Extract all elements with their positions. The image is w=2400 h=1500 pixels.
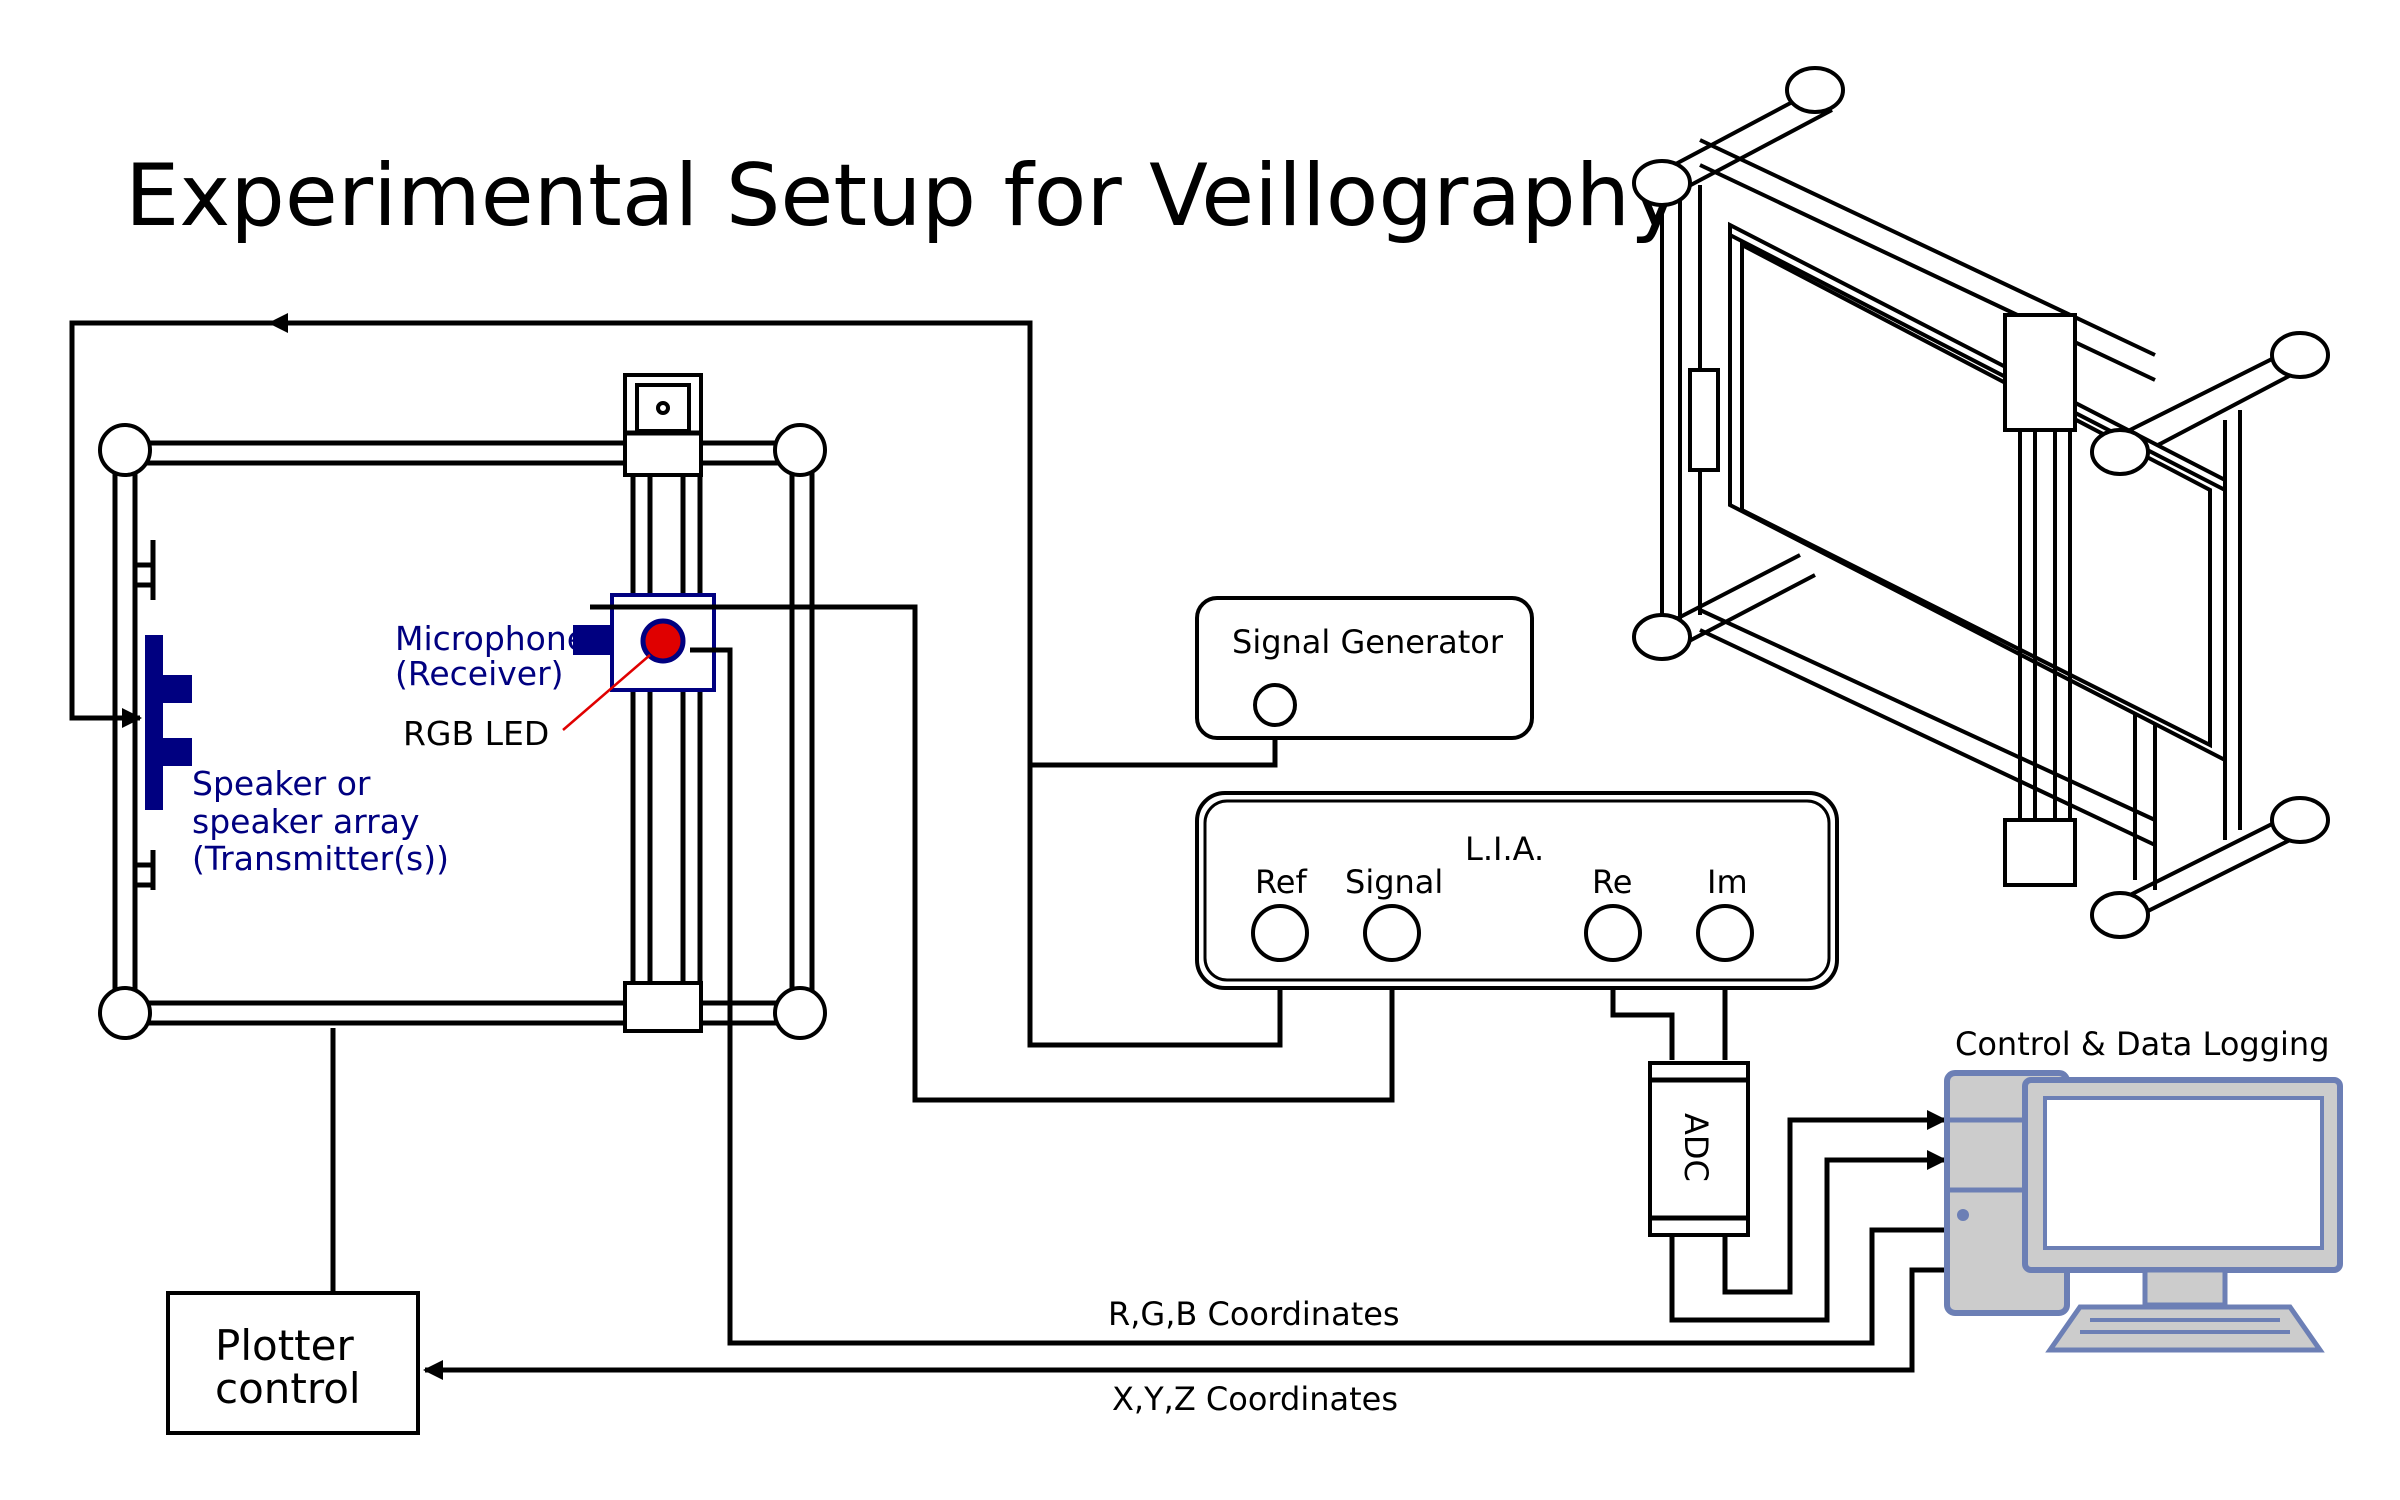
- re-label: Re: [1592, 863, 1632, 901]
- microphone-label: Microphone: [395, 619, 587, 658]
- rgb-led-icon: [640, 618, 686, 664]
- speaker-icon: [145, 635, 192, 810]
- plotter-frame-2d: [98, 373, 827, 1040]
- plotter-control-label-line1: Plotter: [215, 1321, 354, 1370]
- microphone-carriage: [562, 593, 716, 731]
- page-title: Experimental Setup for Veillography: [125, 146, 1681, 246]
- signal-generator-box: [1195, 596, 1534, 740]
- adc-label: ADC: [1677, 1113, 1715, 1182]
- wiring: [69, 313, 1947, 1380]
- corner-joint: [98, 423, 152, 477]
- adc-box: [1648, 1061, 1750, 1237]
- lia-label: L.I.A.: [1465, 830, 1544, 868]
- speaker-label-line2: speaker array: [192, 802, 420, 841]
- rgb-coordinates-label: R,G,B Coordinates: [1108, 1295, 1400, 1333]
- microphone-icon: [573, 625, 613, 655]
- desktop-computer-icon: [1944, 1070, 2343, 1353]
- receiver-label: (Receiver): [395, 654, 564, 693]
- corner-joint: [773, 423, 827, 477]
- plotter-control-box: [166, 1291, 420, 1435]
- plotter-control-label-line2: control: [215, 1364, 361, 1413]
- signal-label: Signal: [1345, 863, 1443, 901]
- ref-label: Ref: [1255, 863, 1307, 901]
- ref-jack: [1251, 904, 1309, 962]
- speaker-label-line1: Speaker or: [192, 764, 371, 803]
- bottom-carriage: [623, 981, 703, 1033]
- plotter-frame-isometric-icon: [1632, 66, 2330, 939]
- corner-joint: [98, 986, 152, 1040]
- speaker-label-line3: (Transmitter(s)): [192, 839, 449, 878]
- im-jack: [1696, 904, 1754, 962]
- signal-generator-label: Signal Generator: [1232, 623, 1504, 661]
- rgb-led-label: RGB LED: [403, 714, 549, 753]
- signal-jack: [1363, 904, 1421, 962]
- xyz-coordinates-label: X,Y,Z Coordinates: [1112, 1380, 1398, 1418]
- signal-generator-output-jack: [1253, 683, 1297, 727]
- re-jack: [1584, 904, 1642, 962]
- corner-joint: [773, 986, 827, 1040]
- control-logging-label: Control & Data Logging: [1955, 1025, 2330, 1063]
- lia-box: [1195, 791, 1839, 990]
- im-label: Im: [1707, 863, 1748, 901]
